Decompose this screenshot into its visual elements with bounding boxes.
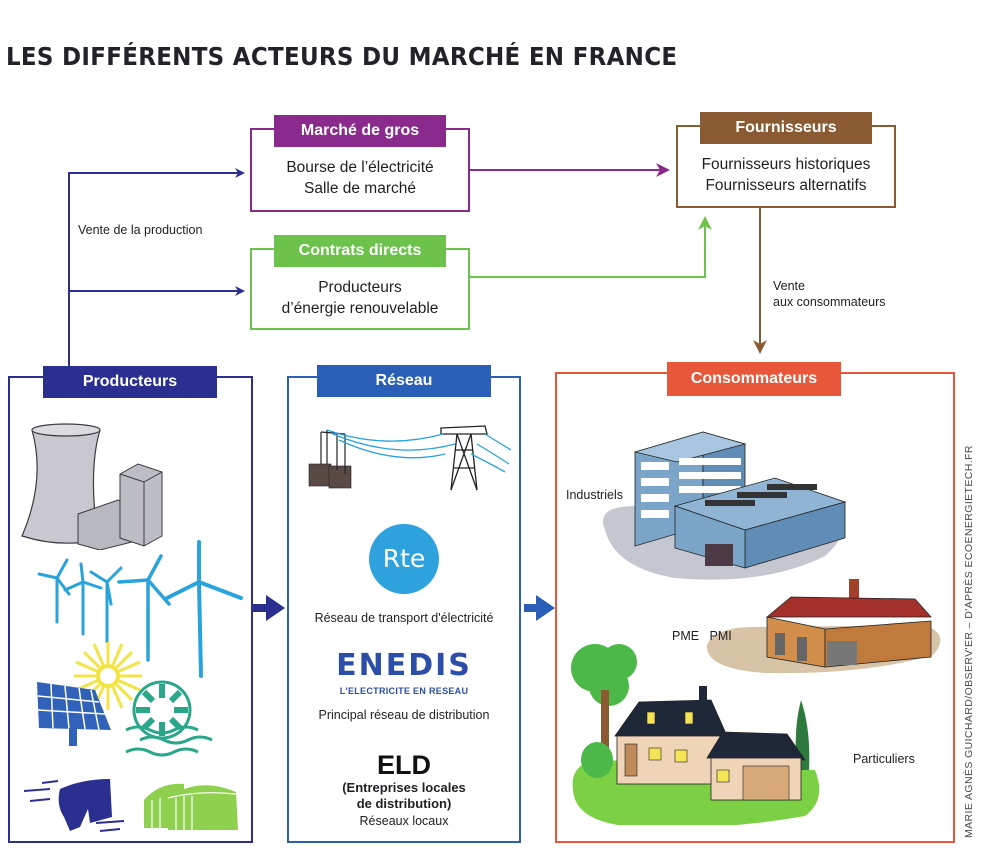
eld-subtitle: (Entreprises locales de distribution): [287, 780, 521, 812]
eld-sub-line2: de distribution): [356, 796, 452, 811]
tag-reseau: Réseau: [317, 365, 491, 397]
enedis-caption: Principal réseau de distribution: [318, 708, 490, 722]
tag-marche-de-gros: Marché de gros: [274, 115, 446, 147]
nuclear-plant-icon: [21, 423, 163, 550]
enedis-tagline: L'ELECTRICITE EN RESEAU: [339, 686, 469, 696]
arrow-reseau-to-consommateurs: [524, 595, 555, 621]
contrats-line-1: Producteurs: [318, 279, 402, 296]
contrats-line-2: d’énergie renouvelable: [281, 300, 439, 317]
fournisseurs-line-2: Fournisseurs alternatifs: [705, 177, 867, 194]
eld-sub-line1: (Entreprises locales: [342, 780, 466, 795]
marche-line-1: Bourse de l’électricité: [286, 159, 434, 176]
eld-caption: Réseaux locaux: [359, 814, 449, 828]
tidal-turbine-icon: [125, 680, 213, 757]
tag-consommateurs: Consommateurs: [667, 362, 841, 396]
enedis-logo: ENEDIS: [336, 648, 472, 683]
page-title: LES DIFFÉRENTS ACTEURS DU MARCHÉ EN FRAN…: [6, 42, 678, 71]
label-pme-pmi: PME PMI: [672, 629, 732, 643]
label-vente-consommateurs: Vente aux consommateurs: [773, 278, 886, 310]
label-industriels: Industriels: [566, 488, 623, 502]
tag-fournisseurs: Fournisseurs: [700, 112, 872, 144]
biogas-digesters-icon: [144, 783, 238, 830]
sun-icon: [74, 642, 142, 710]
rte-caption: Réseau de transport d'électricité: [314, 611, 494, 625]
wind-turbines-icon: [37, 540, 243, 678]
arrow-producteurs-to-reseau: [253, 595, 285, 621]
rte-logo: Rte: [369, 524, 439, 594]
fournisseurs-line-1: Fournisseurs historiques: [701, 156, 871, 173]
box-reseau: [287, 376, 521, 843]
label-vente-production: Vente de la production: [78, 223, 203, 237]
arrow-contrats-to-fournisseurs: [469, 216, 712, 278]
label-vente-line2: aux consommateurs: [773, 295, 886, 309]
label-vente-line1: Vente: [773, 279, 805, 293]
label-particuliers: Particuliers: [853, 752, 915, 766]
credit-text: MARIE AGNÈS GUICHARD/OBSERV'ER – D'APRÈS…: [963, 445, 975, 838]
solar-panel-icon: [37, 682, 111, 746]
house-icon: [571, 644, 820, 825]
hydro-dam-icon: [23, 779, 125, 832]
tag-producteurs: Producteurs: [43, 366, 217, 398]
pme-factory-icon: [706, 579, 941, 674]
tag-contrats-directs: Contrats directs: [274, 235, 446, 267]
eld-title: ELD: [377, 750, 431, 780]
industrial-building-icon: [603, 431, 847, 580]
marche-line-2: Salle de marché: [303, 180, 416, 197]
power-lines-icon: [308, 425, 512, 491]
